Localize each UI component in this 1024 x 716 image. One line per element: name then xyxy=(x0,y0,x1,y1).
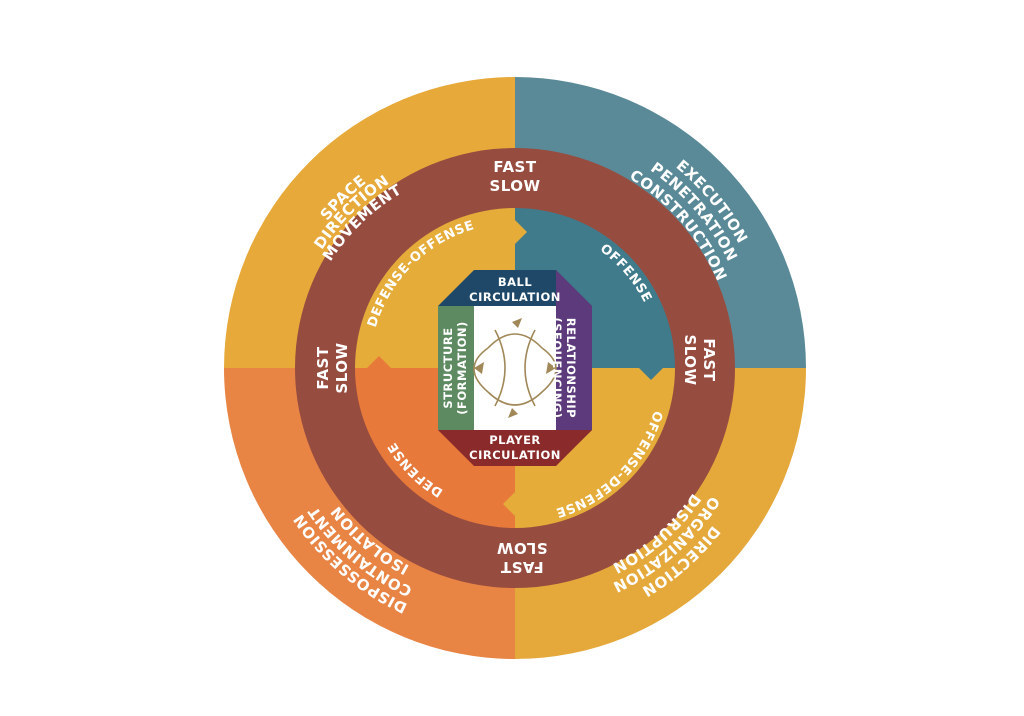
middle-label-bottom-fast: FAST xyxy=(500,558,543,576)
inner-notch-bottom xyxy=(503,492,515,516)
core-label-sequencing: (SEQUENCING) xyxy=(550,317,564,418)
inner-notch-top xyxy=(515,220,527,244)
core-label-ball: BALL xyxy=(498,275,532,289)
core-label-ball-circulation: CIRCULATION xyxy=(469,290,561,304)
core xyxy=(438,270,592,466)
core-label-formation: (FORMATION) xyxy=(455,321,469,414)
core-structure xyxy=(438,306,474,430)
middle-label-right-fast: FAST xyxy=(700,338,718,381)
middle-labels: FAST SLOW FAST SLOW FAST SLOW FAST SLOW xyxy=(314,158,718,576)
inner-notch-left xyxy=(367,356,391,368)
middle-label-right-slow: SLOW xyxy=(681,334,699,385)
arrowhead-icons xyxy=(474,318,556,418)
core-ball-circulation xyxy=(438,270,592,306)
middle-label-top-fast: FAST xyxy=(493,158,536,176)
core-relationship xyxy=(555,270,592,466)
middle-label-top-slow: SLOW xyxy=(489,177,540,195)
core-label-structure: STRUCTURE xyxy=(441,327,455,408)
interlocking-arrows-icon xyxy=(473,329,557,407)
core-label-relationship: RELATIONSHIP xyxy=(564,318,578,418)
middle-label-left-fast: FAST xyxy=(314,346,332,389)
core-label-player-circulation: CIRCULATION xyxy=(469,448,561,462)
core-center xyxy=(474,306,556,430)
middle-label-bottom-slow: SLOW xyxy=(496,539,547,557)
middle-label-left-slow: SLOW xyxy=(333,342,351,393)
core-player-circulation xyxy=(438,430,592,466)
core-label-player: PLAYER xyxy=(489,433,541,447)
inner-notch-right xyxy=(639,368,663,380)
core-labels: BALL CIRCULATION RELATIONSHIP (SEQUENCIN… xyxy=(441,275,578,462)
